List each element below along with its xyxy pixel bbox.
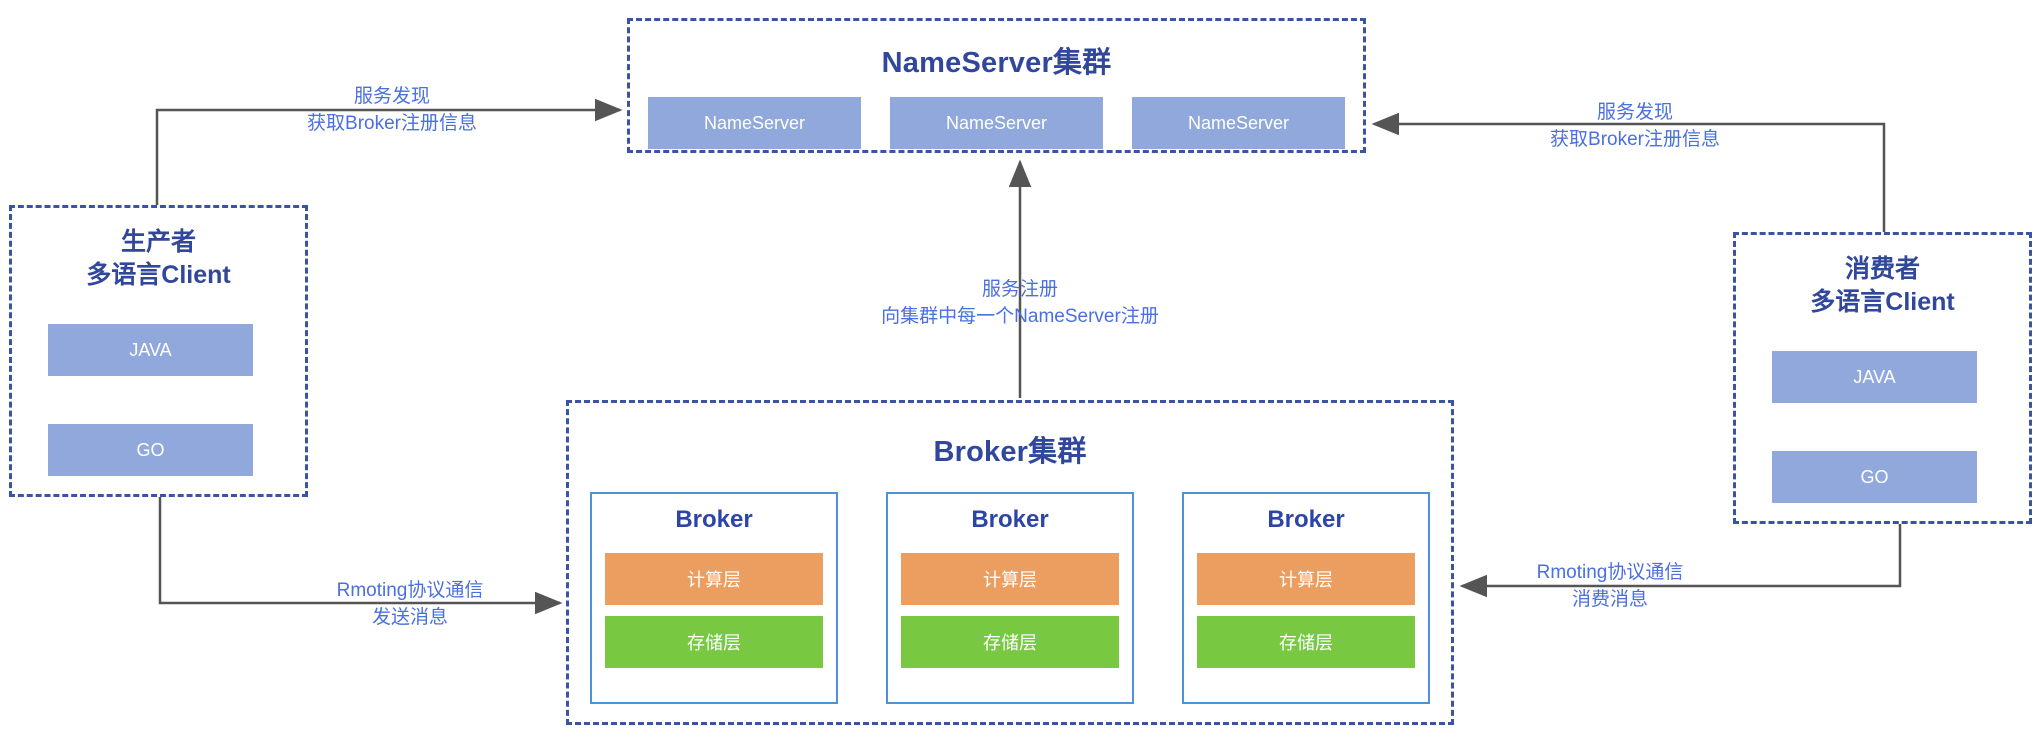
edge-label-line2: 获取Broker注册信息 <box>307 112 477 134</box>
edge-label-consumer-to-nameserver: 服务发现 获取Broker注册信息 <box>1550 100 1720 154</box>
edge-label-producer-to-nameserver: 服务发现 获取Broker注册信息 <box>307 84 477 138</box>
nameserver-cluster: NameServer集群 NameServer NameServer NameS… <box>627 18 1366 153</box>
consumer-cluster: 消费者 多语言Client JAVA GO <box>1733 232 2032 524</box>
broker-node[interactable]: Broker 计算层 存储层 <box>886 492 1134 704</box>
consumer-title: 消费者 多语言Client <box>1736 253 2029 319</box>
broker-storage-layer[interactable]: 存储层 <box>901 616 1119 668</box>
producer-title: 生产者 多语言Client <box>12 226 305 292</box>
edge-label-line2: 向集群中每一个NameServer注册 <box>881 305 1159 327</box>
edge-label-line1: Rmoting协议通信 <box>336 580 484 601</box>
broker-cluster: Broker集群 Broker 计算层 存储层 Broker 计算层 存储层 B… <box>566 400 1454 725</box>
edge-label-line2: 发送消息 <box>371 606 448 628</box>
broker-compute-layer[interactable]: 计算层 <box>1197 553 1415 605</box>
producer-language-java[interactable]: JAVA <box>48 324 253 376</box>
nameserver-cluster-title: NameServer集群 <box>881 47 1112 79</box>
edge-label-line1: 服务注册 <box>981 279 1058 300</box>
edge-label-broker-to-consumer: Rmoting协议通信 消费消息 <box>1537 560 1684 614</box>
edge-label-line2: 消费消息 <box>1571 588 1648 610</box>
broker-storage-layer[interactable]: 存储层 <box>1197 616 1415 668</box>
broker-cluster-title: Broker集群 <box>933 436 1087 468</box>
consumer-language-java[interactable]: JAVA <box>1772 351 1977 403</box>
nameserver-node[interactable]: NameServer <box>890 97 1103 149</box>
broker-compute-layer[interactable]: 计算层 <box>605 553 823 605</box>
nameserver-node[interactable]: NameServer <box>648 97 861 149</box>
edge-label-line1: Rmoting协议通信 <box>1536 562 1684 583</box>
edge-label-line1: 服务发现 <box>1596 102 1673 123</box>
broker-node-row: Broker 计算层 存储层 Broker 计算层 存储层 Broker 计算层… <box>590 492 1430 704</box>
broker-storage-layer[interactable]: 存储层 <box>605 616 823 668</box>
broker-node-title: Broker <box>675 506 753 533</box>
nameserver-node-row: NameServer NameServer NameServer <box>648 97 1345 149</box>
edge-label-broker-to-nameserver: 服务注册 向集群中每一个NameServer注册 <box>881 277 1159 331</box>
producer-cluster: 生产者 多语言Client JAVA GO <box>9 205 308 497</box>
consumer-language-go[interactable]: GO <box>1772 451 1977 503</box>
broker-node[interactable]: Broker 计算层 存储层 <box>590 492 838 704</box>
producer-title-line2: 多语言Client <box>86 261 231 289</box>
nameserver-node[interactable]: NameServer <box>1132 97 1345 149</box>
edge-label-line1: 服务发现 <box>353 86 430 107</box>
edge-label-producer-to-broker: Rmoting协议通信 发送消息 <box>337 578 484 632</box>
edge-label-line2: 获取Broker注册信息 <box>1550 128 1720 150</box>
broker-node-title: Broker <box>1267 506 1345 533</box>
broker-node-title: Broker <box>971 506 1049 533</box>
consumer-title-line2: 多语言Client <box>1810 288 1955 316</box>
producer-title-line1: 生产者 <box>120 228 196 256</box>
consumer-title-line1: 消费者 <box>1844 255 1920 283</box>
producer-language-go[interactable]: GO <box>48 424 253 476</box>
broker-node[interactable]: Broker 计算层 存储层 <box>1182 492 1430 704</box>
broker-compute-layer[interactable]: 计算层 <box>901 553 1119 605</box>
